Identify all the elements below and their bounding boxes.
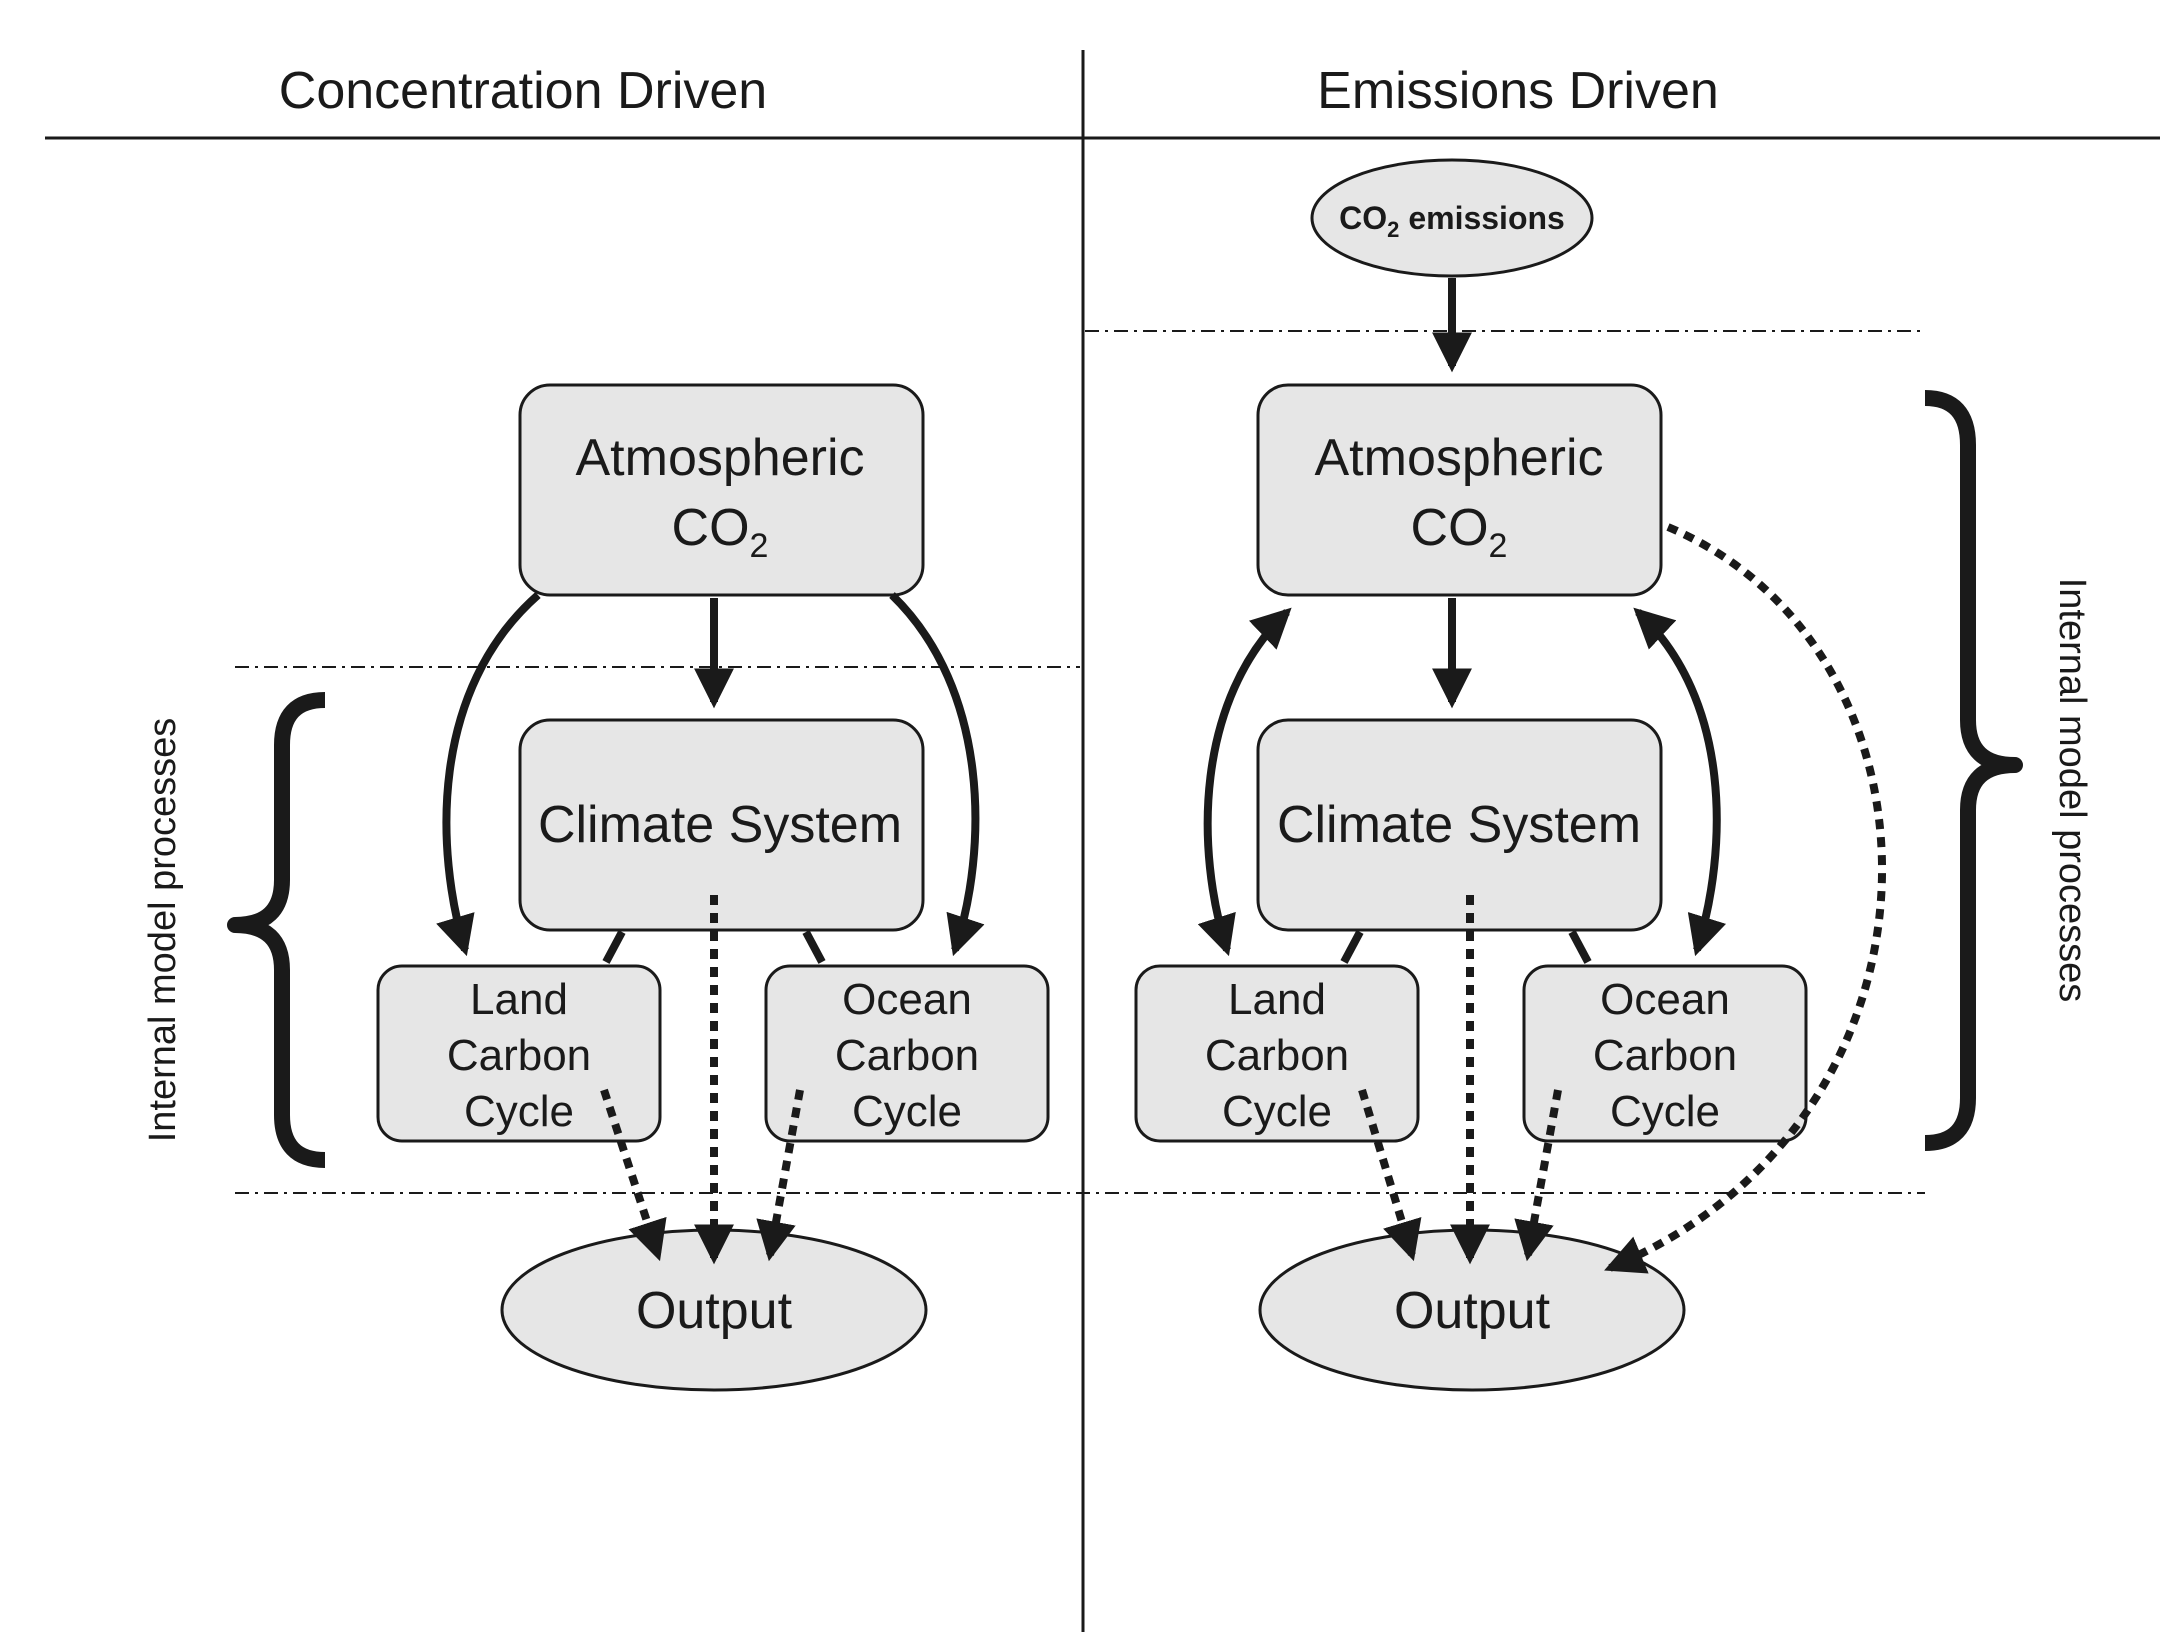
left-co2-label: CO2 xyxy=(672,499,769,565)
left-internal-brace xyxy=(227,692,326,1168)
right-internal-brace xyxy=(1924,390,2023,1151)
left-dotted-ocean-to-output xyxy=(756,1089,804,1262)
right-link-climate-ocean xyxy=(1568,930,1592,964)
right-co2-label: CO2 xyxy=(1411,499,1508,565)
right-atmospheric-co2-box xyxy=(1256,383,1663,597)
right-arrow-atm-ocean-bidirectional xyxy=(1633,607,1727,957)
left-ocean-line2: Carbon xyxy=(835,1031,979,1080)
left-ocean-line3: Cycle xyxy=(852,1087,962,1136)
co2-emissions-label: CO2 emissions xyxy=(1339,200,1565,242)
left-arrow-atm-to-ocean xyxy=(889,592,985,957)
left-atmospheric-label: Atmospheric xyxy=(576,429,865,487)
left-climate-system-box xyxy=(518,718,925,932)
left-ocean-line1: Ocean xyxy=(842,975,972,1024)
right-dotted-atm-to-output xyxy=(1604,523,1886,1274)
right-climate-label: Climate System xyxy=(1277,796,1641,854)
left-link-climate-land xyxy=(602,930,626,964)
right-ocean-line3: Cycle xyxy=(1610,1087,1720,1136)
right-dotted-ocean-to-output xyxy=(1514,1089,1562,1262)
right-ocean-line2: Carbon xyxy=(1593,1031,1737,1080)
right-land-carbon-box xyxy=(1134,964,1420,1143)
right-arrow-atm-land-bidirectional xyxy=(1197,607,1292,957)
left-panel: Internal model processes Atmospheric CO2… xyxy=(142,383,1050,1392)
left-arrow-atm-to-land xyxy=(436,591,541,957)
left-side-label: Internal model processes xyxy=(142,718,184,1143)
right-land-line3: Cycle xyxy=(1222,1087,1332,1136)
left-link-climate-ocean xyxy=(802,930,826,964)
co2-emissions-ellipse xyxy=(1310,158,1594,278)
right-atmospheric-label: Atmospheric xyxy=(1315,429,1604,487)
right-land-line1: Land xyxy=(1228,975,1326,1024)
right-ocean-carbon-box xyxy=(1522,964,1808,1143)
left-panel-title: Concentration Driven xyxy=(279,62,767,120)
right-panel-title: Emissions Driven xyxy=(1317,62,1719,120)
right-output-label: Output xyxy=(1394,1282,1551,1340)
right-panel: CO2 emissions Internal model processes A… xyxy=(1134,158,2093,1392)
left-land-carbon-box xyxy=(376,964,662,1143)
right-link-climate-land xyxy=(1340,930,1364,964)
right-land-line2: Carbon xyxy=(1205,1031,1349,1080)
left-ocean-carbon-box xyxy=(764,964,1050,1143)
left-output-label: Output xyxy=(636,1282,793,1340)
left-atmospheric-co2-box xyxy=(518,383,925,597)
left-land-line1: Land xyxy=(470,975,568,1024)
left-land-line2: Carbon xyxy=(447,1031,591,1080)
right-side-label: Internal model processes xyxy=(2051,578,2093,1003)
left-climate-label: Climate System xyxy=(538,796,902,854)
left-dotted-land-to-output xyxy=(600,1088,667,1262)
left-land-line3: Cycle xyxy=(464,1087,574,1136)
right-ocean-line1: Ocean xyxy=(1600,975,1730,1024)
